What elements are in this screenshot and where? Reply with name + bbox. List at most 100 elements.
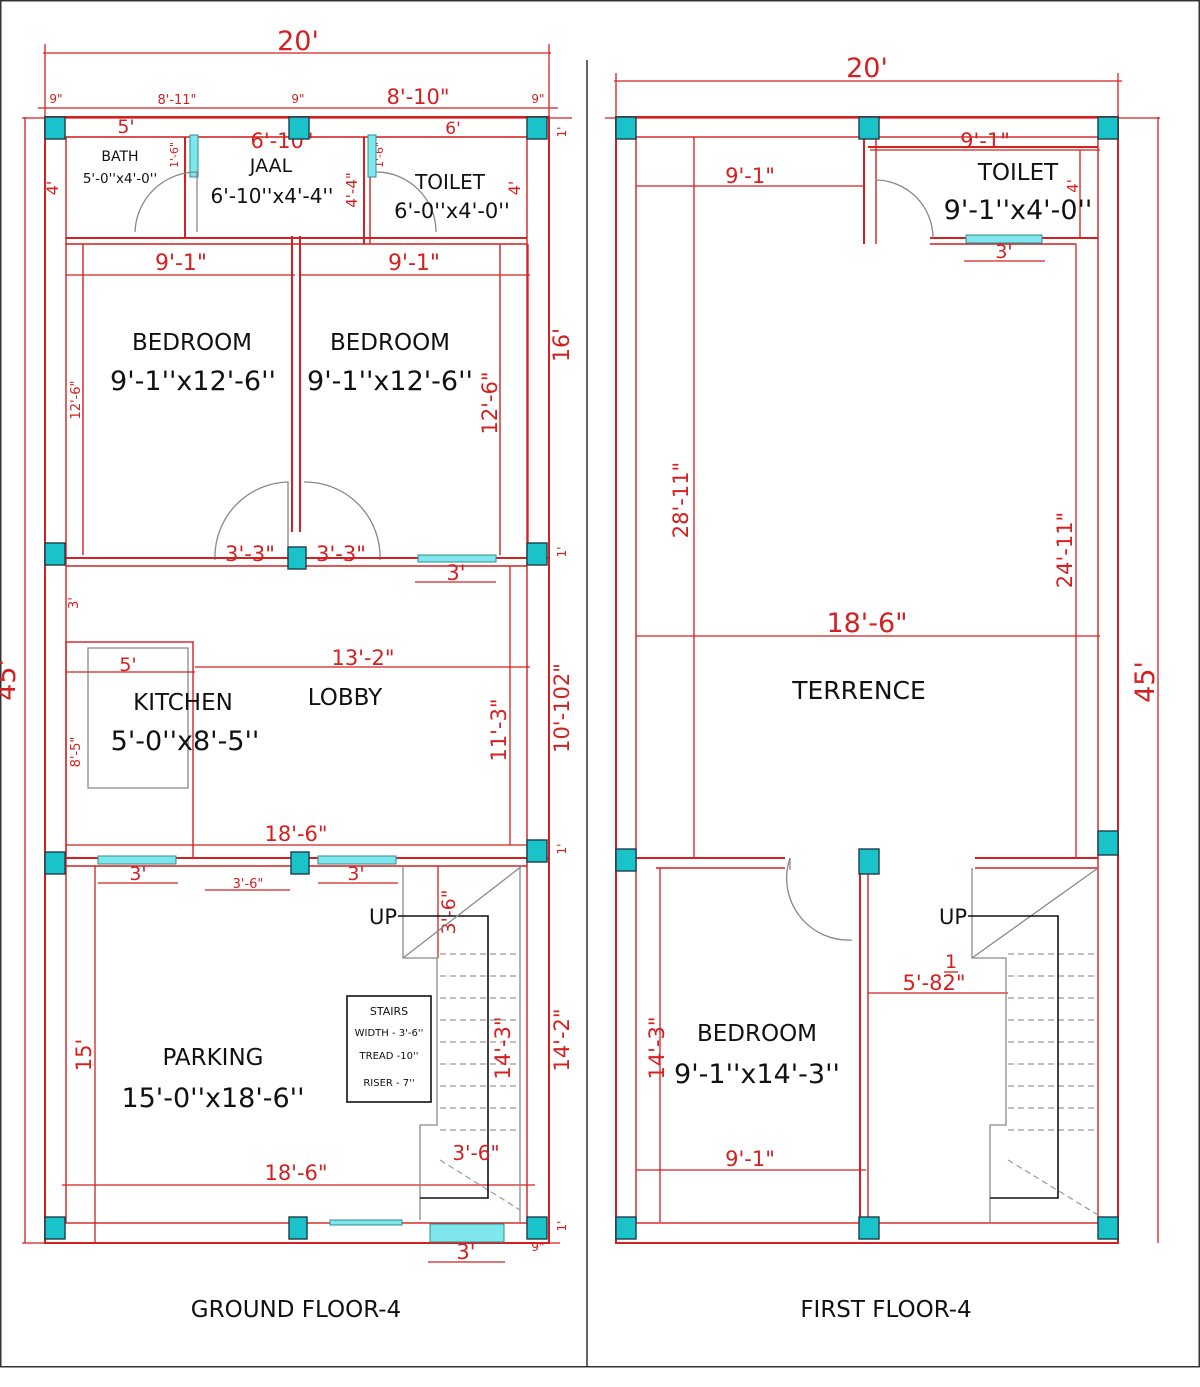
first-columns (615, 116, 1119, 1240)
ground-length-dim: 45' (0, 659, 22, 701)
window-lobby (417, 554, 497, 563)
dim-3-window-stair: 3' (347, 863, 364, 885)
dim-3-window-lobby: 3' (446, 561, 465, 585)
dim-1-6-a: 1'-6" (168, 142, 181, 168)
dim-14-2: 14'-2" (550, 1008, 574, 1071)
room-parking-size: 15'-0''x18'-6'' (121, 1083, 304, 1114)
first-dim-18-6: 18'-6" (826, 608, 907, 639)
ground-width-dim: 20' (277, 26, 319, 57)
first-stair-outline (971, 868, 1007, 1222)
dim-12-6-a: 12'-6" (69, 380, 84, 419)
dim-3-window-kitchen: 3' (129, 863, 146, 885)
door-bedroom2 (303, 481, 381, 561)
dim-6-top: 6' (445, 119, 461, 139)
dim-9-1-b: 9'-1" (388, 251, 440, 276)
dim-11-3: 11'-3" (487, 698, 511, 761)
dim-1-top: 1' (555, 127, 569, 138)
dim-3-6-landing: 3'-6" (452, 1141, 499, 1165)
first-dim-9-1-toilet: 9'-1" (960, 129, 1010, 153)
dim-8-11: 8'-11" (157, 93, 196, 108)
window-kitchen (97, 855, 177, 865)
window-front (429, 1223, 505, 1243)
room-bath-size: 5'-0''x4'-0'' (83, 171, 157, 187)
first-dim-9-1-bottom: 9'-1" (725, 1147, 775, 1171)
first-window-toilet (965, 234, 1043, 244)
gate-opening (329, 1219, 403, 1226)
first-room-bedroom-size: 9'-1''x14'-3'' (674, 1059, 840, 1090)
room-bath-label: BATH (101, 149, 138, 165)
first-dim-4: 4' (1064, 179, 1082, 193)
dim-9-1-a: 9'-1" (155, 251, 207, 276)
first-stair-up-label: UP (939, 905, 967, 929)
stair-treads (439, 953, 521, 1211)
dim-5-top: 5' (117, 116, 134, 138)
window-toilet (367, 134, 377, 178)
room-parking-label: PARKING (162, 1045, 263, 1071)
dim-9in-d: 9" (531, 1240, 544, 1254)
room-bedroom1-size: 9'-1''x12'-6'' (110, 366, 276, 397)
dim-3-3-a: 3'-3" (225, 542, 275, 566)
dim-3-front: 3' (456, 1240, 475, 1264)
first-room-terrence-label: TERRENCE (791, 676, 926, 705)
room-bedroom1-label: BEDROOM (132, 330, 252, 356)
first-width-dim: 20' (846, 53, 888, 84)
first-room-toilet-size: 9'-1''x4'-0'' (944, 195, 1093, 226)
dim-9in-a: 9" (49, 92, 62, 106)
first-floor-title: FIRST FLOOR-4 (800, 1297, 971, 1323)
room-bedroom2-label: BEDROOM (330, 330, 450, 356)
first-length-dim: 45' (1130, 661, 1161, 703)
first-dim-14-3: 14'-3" (645, 1016, 669, 1079)
dim-14-3-stair: 14'-3" (491, 1016, 515, 1079)
ground-columns (44, 116, 548, 1240)
first-stair-treads (1007, 953, 1099, 1216)
stairs-spec-box (346, 995, 432, 1103)
room-jaal-size: 6'-10''x4'-4'' (211, 184, 334, 208)
dim-13-2: 13'-2" (331, 646, 394, 670)
first-dim-24-11: 24'-11" (1053, 512, 1077, 588)
first-dim-fraction-num: 1 (945, 951, 957, 973)
dim-4-left: 4' (43, 181, 62, 196)
dim-1-low: 1' (555, 844, 569, 855)
ground-floor-title: GROUND FLOOR-4 (191, 1297, 401, 1323)
dim-9in-b: 9" (291, 92, 304, 106)
door-first-bedroom (786, 857, 853, 941)
dim-5-kitchen: 5' (119, 654, 136, 676)
window-bath (189, 134, 199, 178)
first-room-toilet-label: TOILET (977, 160, 1059, 186)
stair-up-label: UP (369, 905, 397, 929)
dim-8-5: 8'-5" (69, 737, 84, 768)
dim-1-mid: 1' (555, 547, 569, 558)
room-kitchen-size: 5'-0''x8'-5'' (111, 726, 260, 757)
stairs-spec-width: WIDTH - 3'-6'' (355, 1028, 424, 1039)
dim-3-vert: 3' (67, 597, 82, 609)
dim-18-6-a: 18'-6" (264, 822, 327, 846)
dim-3-3-b: 3'-3" (316, 542, 366, 566)
dim-10-102: 10'-102" (550, 663, 574, 753)
stair-direction-line (398, 915, 489, 1199)
dim-3-6-stair: 3'-6" (438, 890, 460, 935)
room-lobby-label: LOBBY (308, 685, 383, 711)
dim-1-bottom: 1' (555, 1221, 569, 1232)
door-bedroom1 (214, 481, 289, 561)
stairs-spec-tread: TREAD -10'' (359, 1051, 419, 1062)
first-floor-plan: 20' 45' 9'-1" 4' TOILET 9'-1''x4'-0'' 3'… (605, 53, 1161, 1323)
room-jaal-label: JAAL (249, 155, 293, 177)
first-dim-5-8: 5'-82" (902, 971, 965, 995)
dim-15: 15' (72, 1039, 96, 1072)
window-stair (317, 855, 397, 865)
dim-8-10: 8'-10" (386, 85, 449, 109)
stairs-spec-title: STAIRS (370, 1005, 408, 1018)
first-room-bedroom-label: BEDROOM (697, 1021, 817, 1047)
first-dim-28-11: 28'-11" (669, 462, 693, 538)
dim-18-6-b: 18'-6" (264, 1161, 327, 1185)
door-first-toilet (875, 179, 934, 239)
stair-outline (402, 866, 438, 1220)
first-stair-direction-line (968, 915, 1059, 1199)
ground-floor-plan: 20' 9" 8'-11" 9" 8'-10" 9" 5' 6'-10" 6' … (0, 26, 575, 1323)
door-toilet (375, 171, 437, 233)
dim-4-right: 4' (505, 181, 524, 196)
room-toilet-size: 6'-0''x4'-0'' (394, 199, 510, 223)
room-kitchen-label: KITCHEN (133, 690, 233, 716)
